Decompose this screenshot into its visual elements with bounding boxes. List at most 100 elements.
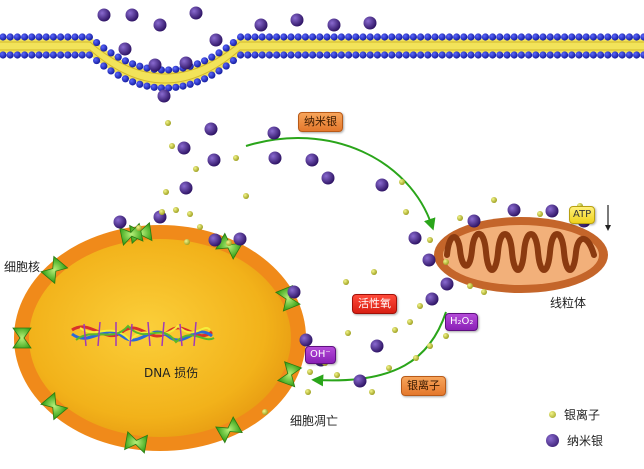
lipid-head — [640, 51, 644, 59]
silver-ion-particle — [399, 179, 405, 185]
lipid-head — [208, 71, 216, 79]
lipid-head — [78, 33, 86, 41]
silver-ion-particle — [305, 389, 311, 395]
lipid-head — [129, 78, 137, 86]
lipid-head — [489, 33, 497, 41]
nano-silver-particle — [321, 171, 335, 185]
lipid-head — [388, 51, 396, 59]
lipid-head — [460, 51, 468, 59]
nano-silver-particle — [204, 122, 218, 136]
lipid-head — [546, 33, 554, 41]
membrane-heads — [0, 33, 644, 92]
legend-item-silver-ion: 银离子 — [549, 406, 600, 423]
lipid-head — [510, 33, 518, 41]
lipid-head — [136, 80, 144, 88]
particles — [97, 6, 591, 415]
nano-silver-particle — [370, 339, 384, 353]
lipid-head — [222, 62, 230, 70]
lipid-head — [503, 33, 511, 41]
lipid-head — [618, 51, 626, 59]
lipid-head — [237, 33, 245, 41]
lipid-head — [517, 51, 526, 59]
lipid-head — [373, 33, 381, 41]
legend-label: 银离子 — [564, 408, 601, 422]
lipid-head — [337, 33, 345, 41]
lipid-head — [460, 33, 468, 41]
nano-silver-dot-icon — [546, 434, 559, 447]
nano-silver-particle — [408, 231, 422, 245]
label-apoptosis: 细胞凋亡 — [290, 414, 339, 428]
silver-ion-particle — [491, 197, 497, 203]
lipid-head — [633, 51, 641, 59]
nuclear-pore-icon — [12, 327, 32, 349]
lipid-head — [395, 51, 403, 59]
silver-ion-particle — [407, 319, 413, 325]
lipid-head — [143, 82, 151, 90]
lipid-head — [525, 51, 533, 59]
lipid-head — [21, 51, 29, 59]
silver-ion-particle — [243, 193, 249, 199]
lipid-head — [215, 67, 223, 75]
lipid-head — [625, 33, 634, 41]
lipid-head — [280, 51, 288, 59]
lipid-head — [525, 33, 533, 41]
lipid-head — [352, 51, 360, 59]
lipid-head — [489, 51, 497, 59]
lipid-head — [517, 33, 526, 41]
lipid-head — [438, 33, 446, 41]
nano-silver-particle — [157, 89, 171, 103]
silver-ion-particle — [165, 120, 171, 126]
lipid-head — [589, 51, 598, 59]
lipid-head — [546, 51, 554, 59]
silver-ion-particle — [427, 343, 433, 349]
nano-silver-particle — [467, 214, 481, 228]
dna-helix-icon — [71, 321, 215, 347]
lipid-head — [64, 51, 72, 59]
lipid-head — [78, 51, 86, 59]
nano-silver-particle — [125, 8, 139, 22]
nano-silver-particle — [233, 232, 247, 246]
lipid-head — [625, 51, 634, 59]
nano-silver-particle — [290, 13, 304, 27]
lipid-head — [85, 51, 93, 59]
lipid-head — [100, 62, 108, 70]
silver-ion-particle — [481, 289, 487, 295]
lipid-head — [395, 33, 403, 41]
lipid-head — [445, 33, 453, 41]
nano-silver-particle — [189, 6, 203, 20]
lipid-head — [13, 51, 21, 59]
lipid-head — [453, 33, 461, 41]
nano-silver-particle — [287, 285, 301, 299]
lipid-head — [417, 33, 425, 41]
lipid-head — [474, 51, 482, 59]
nano-silver-particle — [507, 203, 521, 217]
lipid-head — [510, 51, 518, 59]
silver-ion-particle — [187, 211, 193, 217]
silver-ion-particle — [443, 333, 449, 339]
tag-nano-silver: 纳米银 — [298, 112, 343, 132]
lipid-head — [417, 51, 425, 59]
nuclear-pore-icon — [276, 361, 303, 388]
lipid-head — [539, 33, 547, 41]
nano-silver-particle — [363, 16, 377, 30]
silver-ion-particle — [457, 215, 463, 221]
lipid-head — [481, 51, 489, 59]
nano-silver-particle — [148, 58, 162, 72]
lipid-head — [309, 51, 317, 59]
silver-ion-particle — [371, 269, 377, 275]
lipid-head — [0, 33, 7, 41]
nano-silver-particle — [208, 233, 222, 247]
arrow-to-mitochondria — [245, 137, 436, 231]
nuclear-pore-icon — [274, 284, 301, 312]
mitochondria-cristae — [444, 230, 597, 273]
silver-ion-particle — [193, 166, 199, 172]
lipid-head — [136, 62, 144, 70]
nano-silver-particle — [177, 141, 191, 155]
lipid-head — [294, 33, 302, 41]
lipid-head — [57, 51, 65, 59]
nano-silver-particle — [179, 181, 193, 195]
lipid-head — [0, 51, 7, 59]
lipid-head — [561, 33, 569, 41]
lipid-head — [359, 51, 367, 59]
lipid-head — [71, 33, 79, 41]
